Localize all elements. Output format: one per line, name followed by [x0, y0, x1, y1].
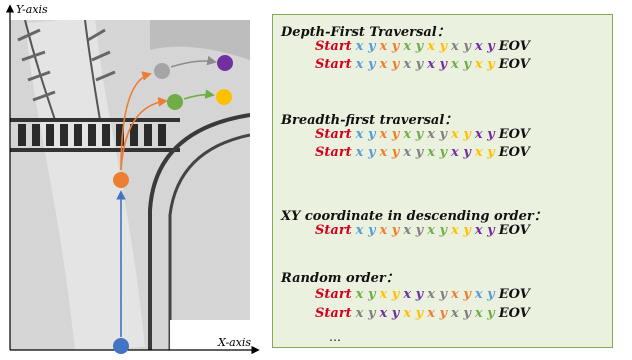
start-token: Start	[315, 223, 352, 238]
xy-token-yellow: x y	[379, 287, 400, 302]
xy-token-yellow: x y	[451, 127, 471, 142]
y-axis-label: Y-axis	[16, 3, 48, 16]
xy-token-orange: x y	[379, 145, 400, 160]
xy-token-orange: x y	[379, 57, 400, 72]
xy-token-purple: x y	[379, 306, 400, 321]
eov-token: EOV	[498, 306, 530, 321]
xy-token-purple: x y	[474, 223, 495, 238]
x-axis-label: X-axis	[217, 336, 251, 349]
section-title-breadth-first: Breadth-first traversal：	[281, 113, 458, 128]
ellipsis: …	[329, 330, 341, 344]
xy-token-purple: x y	[474, 127, 495, 142]
start-token: Start	[315, 57, 352, 72]
xy-token-blue: x y	[355, 127, 376, 142]
start-token: Start	[315, 127, 352, 142]
node-gray	[154, 63, 170, 79]
xy-token-blue: x y	[355, 145, 376, 160]
xy-token-green: x y	[474, 306, 495, 321]
edge-gray-purple	[170, 55, 217, 68]
eov-token: EOV	[498, 39, 530, 54]
node-orange	[113, 172, 129, 188]
road-map-image	[10, 20, 250, 350]
diagram-canvas: Y-axis X-axis	[5, 3, 260, 355]
eov-token: EOV	[498, 223, 530, 238]
start-token: Start	[315, 287, 352, 302]
xy-token-gray: x y	[403, 145, 424, 160]
xy-token-purple: x y	[403, 287, 424, 302]
xy-token-orange: x y	[451, 287, 471, 302]
xy-token-purple: x y	[427, 57, 448, 72]
xy-token-gray: x y	[403, 223, 424, 238]
node-purple	[217, 55, 233, 71]
xy-token-orange: x y	[427, 306, 448, 321]
xy-token-green: x y	[427, 145, 448, 160]
xy-token-purple: x y	[451, 145, 471, 160]
xy-token-green: x y	[427, 223, 448, 238]
xy-token-green: x y	[403, 127, 424, 142]
edge-green-yellow	[183, 89, 215, 100]
xy-token-green: x y	[403, 39, 424, 54]
xy-token-orange: x y	[379, 127, 400, 142]
edge-orange-gray	[120, 71, 152, 171]
xy-token-gray: x y	[427, 127, 448, 142]
xy-token-blue: x y	[474, 287, 495, 302]
xy-token-gray: x y	[451, 306, 471, 321]
xy-token-gray: x y	[355, 306, 376, 321]
xy-token-green: x y	[355, 287, 376, 302]
xy-token-blue: x y	[355, 39, 376, 54]
eov-token: EOV	[498, 145, 530, 160]
eov-token: EOV	[498, 127, 530, 142]
start-token: Start	[315, 39, 352, 54]
xy-token-purple: x y	[474, 39, 495, 54]
xy-token-gray: x y	[427, 287, 448, 302]
edge-orange-green	[120, 97, 168, 171]
xy-token-gray: x y	[403, 57, 424, 72]
xy-token-blue: x y	[355, 223, 376, 238]
crosswalk	[10, 118, 180, 152]
node-green	[167, 94, 183, 110]
section-title-random: Random order：	[281, 271, 399, 286]
xy-token-yellow: x y	[474, 145, 495, 160]
start-token: Start	[315, 306, 352, 321]
trajectory-diagram: Y-axis X-axis	[0, 0, 262, 360]
node-blue	[113, 338, 129, 354]
xy-token-orange: x y	[379, 39, 400, 54]
xy-token-green: x y	[451, 57, 471, 72]
xy-token-gray: x y	[451, 39, 471, 54]
xy-token-yellow: x y	[474, 57, 495, 72]
xy-token-blue: x y	[355, 57, 376, 72]
xy-token-orange: x y	[379, 223, 400, 238]
eov-token: EOV	[498, 57, 530, 72]
section-title-depth-first: Depth-First Traversal：	[281, 25, 450, 40]
start-token: Start	[315, 145, 352, 160]
section-title-xy-descending: XY coordinate in descending order：	[281, 209, 547, 224]
node-yellow	[216, 89, 232, 105]
eov-token: EOV	[498, 287, 530, 302]
xy-token-yellow: x y	[451, 223, 471, 238]
xy-token-yellow: x y	[403, 306, 424, 321]
xy-token-yellow: x y	[427, 39, 448, 54]
